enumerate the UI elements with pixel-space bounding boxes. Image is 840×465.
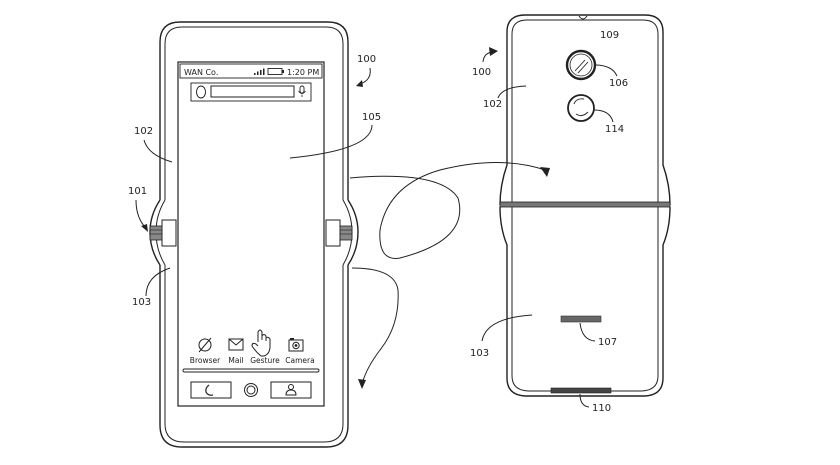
upper-housing-outline (159, 21, 349, 200)
left-rail-upper (499, 115, 508, 206)
arrowhead (540, 167, 550, 177)
leader-114 (593, 109, 614, 123)
phone-icon (205, 384, 214, 396)
circle-icon (196, 85, 206, 99)
sensor-circle (567, 94, 595, 122)
signal-bars-icon (254, 68, 265, 75)
app-camera[interactable]: Camera (285, 338, 315, 365)
ref-110: 110 (592, 403, 611, 414)
lower-housing-inner (164, 265, 344, 443)
app-mail[interactable]: Mail (228, 338, 244, 365)
camera-lens (565, 49, 597, 81)
arrowhead (141, 224, 148, 232)
ref-100-back: 100 (472, 67, 491, 78)
leader-102-back (497, 85, 527, 99)
leader-101 (135, 199, 147, 229)
leader-102-front (143, 139, 173, 163)
dock-contacts-button[interactable] (270, 381, 312, 399)
back-upper-outline (506, 14, 664, 115)
speaker-grille (560, 315, 602, 323)
arrowhead (489, 47, 498, 56)
leader-110 (579, 393, 590, 408)
hinge-bar (499, 201, 671, 208)
leader-105 (289, 124, 373, 159)
leader-107 (579, 322, 596, 342)
fold-arrow-path (351, 267, 399, 386)
dock-home-button[interactable] (244, 383, 258, 397)
battery-icon (267, 68, 284, 75)
ref-101: 101 (128, 186, 147, 197)
home-circle-icon (244, 383, 258, 397)
arrowhead (358, 379, 366, 389)
back-lower-inner (511, 295, 659, 392)
app-browser[interactable]: Browser (190, 337, 221, 365)
back-upper-inner (511, 19, 659, 115)
leader-106 (594, 64, 618, 77)
right-hinge-bulge (347, 199, 359, 266)
ref-102-back: 102 (483, 99, 502, 110)
ref-103-back: 103 (470, 348, 489, 359)
app-label: Browser (190, 356, 221, 365)
lower-housing-outline (159, 265, 349, 448)
carrier-name: WAN Co. (184, 68, 218, 77)
left-hinge (149, 219, 177, 247)
ref-103-front: 103 (132, 297, 151, 308)
app-gesture[interactable]: Gesture (250, 329, 280, 365)
globe-icon (198, 338, 212, 352)
ref-100-front: 100 (357, 54, 376, 65)
flip-arrow-path (349, 162, 546, 259)
upper-housing-inner (164, 26, 344, 200)
ref-105: 105 (362, 112, 381, 123)
left-rail-lower (499, 206, 508, 295)
ref-106: 106 (609, 78, 628, 89)
dock-divider (182, 368, 320, 373)
app-label: Camera (285, 356, 314, 365)
microphone-icon[interactable] (298, 85, 306, 97)
hand-pointer-icon (251, 329, 271, 357)
back-phone: 109 106 114 100 102 103 107 110 (470, 14, 671, 414)
search-input[interactable] (210, 85, 295, 98)
app-label: Gesture (250, 356, 280, 365)
right-hinge (325, 219, 353, 247)
front-phone: WAN Co. 1:20 PM (128, 21, 550, 448)
leader-103-back (481, 314, 533, 342)
right-rail-lower (662, 206, 671, 295)
ref-109: 109 (600, 30, 619, 41)
right-rail-upper (662, 115, 671, 206)
status-bar: WAN Co. 1:20 PM (179, 63, 323, 79)
ref-114: 114 (605, 124, 624, 135)
dock-phone-button[interactable] (190, 381, 232, 399)
leader-103-front (145, 267, 171, 297)
search-widget[interactable] (190, 82, 312, 102)
clock-time: 1:20 PM (287, 68, 319, 77)
envelope-icon (228, 338, 244, 351)
top-notch (578, 15, 588, 20)
contact-icon (285, 384, 297, 396)
display-screen (177, 61, 325, 407)
camera-icon (288, 338, 304, 352)
bottom-port (550, 387, 612, 394)
app-label: Mail (228, 356, 243, 365)
ref-107: 107 (598, 337, 617, 348)
ref-102-front: 102 (134, 126, 153, 137)
arrowhead (356, 80, 363, 87)
back-lower-outline (506, 295, 664, 397)
